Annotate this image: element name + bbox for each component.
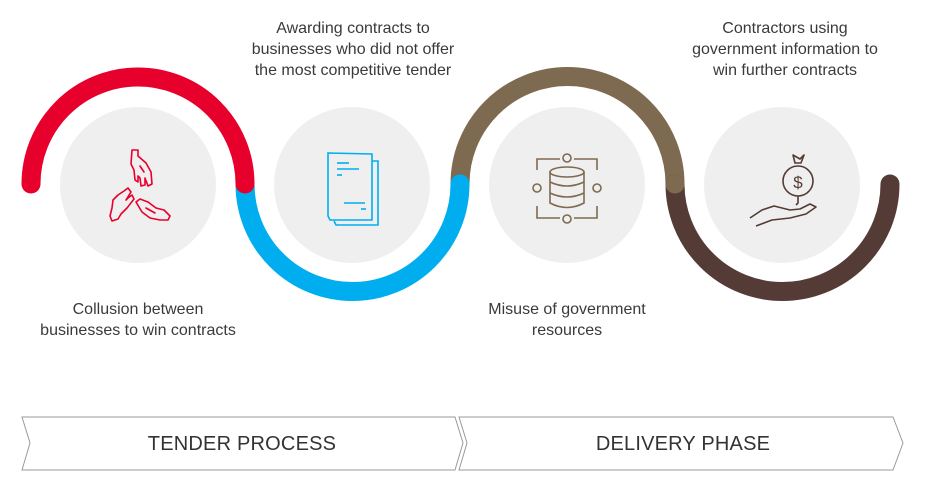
svg-text:$: $ bbox=[793, 173, 803, 192]
step-circle-contractors bbox=[704, 107, 860, 263]
caption-line: Collusion between bbox=[72, 301, 204, 318]
step-circle-collusion bbox=[60, 107, 216, 263]
caption-line: resources bbox=[531, 322, 603, 339]
phase-tender-process: TENDER PROCESS bbox=[21, 416, 464, 471]
caption-line: win further contracts bbox=[712, 62, 858, 79]
wave-arc-dark-brown bbox=[665, 174, 900, 301]
phase-chevron-tender bbox=[21, 416, 464, 471]
caption-line: the most competitive tender bbox=[254, 62, 452, 79]
wave-join-brown bbox=[665, 174, 685, 194]
caption-awarding: Awarding contracts to businesses who did… bbox=[222, 18, 484, 81]
phase-label-delivery: DELIVERY PHASE bbox=[596, 433, 770, 455]
caption-line: Misuse of government bbox=[488, 301, 646, 318]
documents-icon bbox=[327, 152, 379, 226]
caption-line: government information to bbox=[692, 41, 878, 58]
caption-line: Contractors using bbox=[722, 20, 848, 37]
caption-collusion: Collusion between businesses to win cont… bbox=[18, 299, 258, 341]
phase-chevron-delivery bbox=[458, 416, 904, 471]
hands-icon bbox=[109, 149, 171, 222]
wave-arc-red bbox=[21, 67, 255, 194]
caption-line: businesses who did not offer bbox=[251, 41, 455, 58]
phase-delivery: DELIVERY PHASE bbox=[458, 416, 904, 471]
caption-line: businesses to win contracts bbox=[40, 322, 236, 339]
money-hand-icon: $ bbox=[749, 154, 817, 227]
wave-arc-blue bbox=[235, 183, 470, 301]
wave-join-red bbox=[235, 174, 255, 194]
wave-join-blue bbox=[450, 174, 470, 194]
caption-line: Awarding contracts to bbox=[276, 20, 430, 37]
wave-arc-brown bbox=[450, 67, 685, 185]
step-circle-misuse bbox=[489, 107, 645, 263]
caption-contractors: Contractors using government information… bbox=[665, 18, 905, 81]
caption-misuse: Misuse of government resources bbox=[467, 299, 667, 341]
phase-label-tender: TENDER PROCESS bbox=[148, 433, 336, 455]
step-circle-awarding bbox=[274, 107, 430, 263]
database-network-icon bbox=[532, 153, 602, 224]
